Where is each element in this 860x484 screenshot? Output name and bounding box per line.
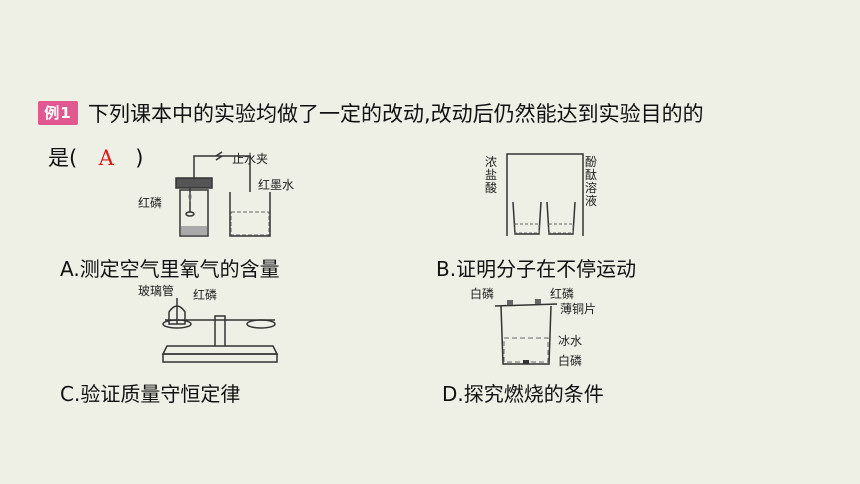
figure-c-balance [161, 298, 279, 363]
label-white-phosphorus-2: 白磷 [558, 354, 583, 368]
label-ice-water: 冰水 [558, 334, 583, 348]
option-c: C.验证质量守恒定律 [60, 382, 241, 406]
figure-d-apparatus [494, 299, 558, 365]
label-red-phosphorus-d: 红磷 [550, 287, 575, 301]
label-clamp: 止水夹 [232, 152, 269, 166]
figure-a-apparatus [175, 151, 271, 237]
label-ink: 红墨水 [258, 178, 295, 192]
option-b: B.证明分子在不停运动 [436, 257, 637, 281]
label-white-phosphorus-1: 白磷 [470, 287, 495, 301]
label-acid: 浓盐酸 [485, 155, 498, 195]
option-d: D.探究燃烧的条件 [442, 382, 604, 406]
question-line-1: 下列课本中的实验均做了一定的改动,改动后仍然能达到实验目的的 [88, 102, 704, 126]
question-suffix: ) [135, 146, 144, 170]
label-phenol: 酚酞溶液 [585, 155, 598, 208]
question-line-2: 是( A) [48, 142, 143, 172]
label-copper: 薄铜片 [560, 302, 597, 316]
label-phosphorus-c: 红磷 [193, 288, 218, 302]
label-phosphorus-a: 红磷 [138, 196, 163, 210]
answer-text: A [98, 146, 114, 170]
option-a: A.测定空气里氧气的含量 [60, 257, 280, 281]
example-badge: 例1 [38, 101, 78, 125]
figure-b-apparatus [506, 153, 584, 236]
question-prefix: 是( [48, 146, 78, 170]
label-tube: 玻璃管 [138, 284, 175, 298]
